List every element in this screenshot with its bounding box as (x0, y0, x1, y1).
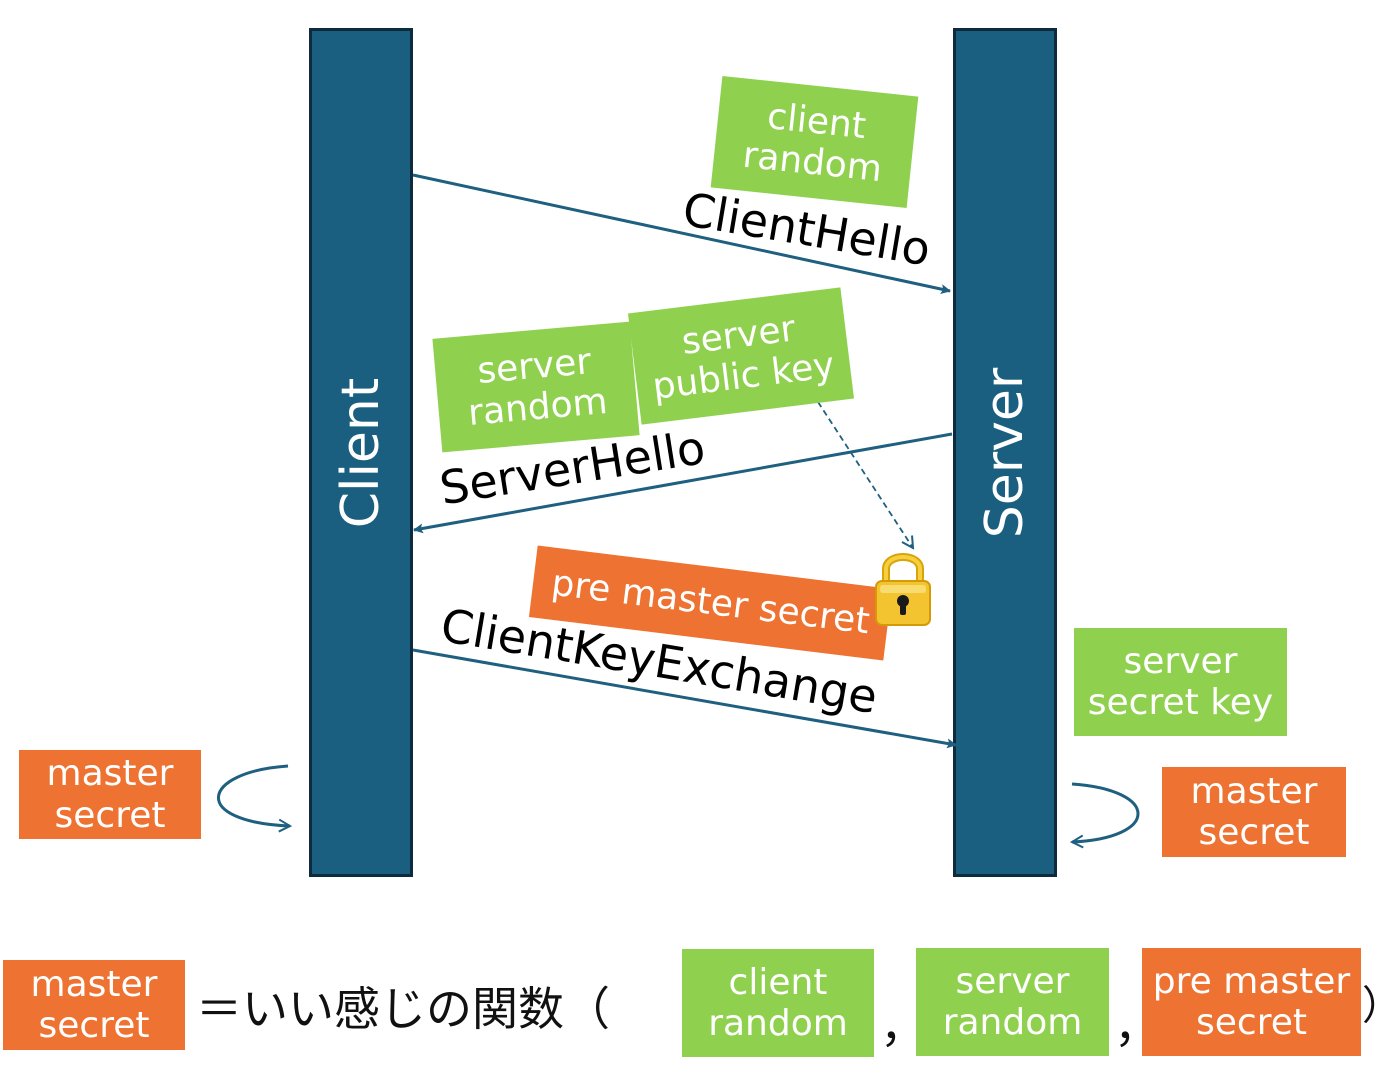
public-key-dashed-arrow (817, 401, 913, 548)
server-hello-arrow (413, 432, 953, 534)
server-random-box: server random (432, 321, 640, 453)
formula-close-paren: ） (1362, 983, 1400, 1029)
formula-server-random-box: server random (916, 948, 1109, 1056)
client-master-secret-loop-arrow (217, 764, 290, 826)
formula-pre-master-secret-box: pre master secret (1142, 948, 1361, 1056)
server-lane: Server (953, 28, 1057, 877)
client-random-box: client random (710, 76, 919, 208)
server-master-secret-box: master secret (1162, 767, 1346, 857)
client-key-exchange-arrow (412, 648, 957, 749)
formula-client-random-box: client random (682, 949, 874, 1057)
client-master-secret-box: master secret (19, 750, 201, 839)
formula-master-secret-box: master secret (3, 960, 185, 1050)
client-lane: Client (309, 28, 413, 877)
formula-equals-function: ＝いい感じの関数（ (196, 982, 610, 1036)
server-master-secret-loop-arrow (1072, 782, 1140, 842)
lock-icon (875, 553, 931, 626)
server-secret-key-box: server secret key (1074, 628, 1287, 736)
client-hello-arrow (412, 173, 951, 294)
